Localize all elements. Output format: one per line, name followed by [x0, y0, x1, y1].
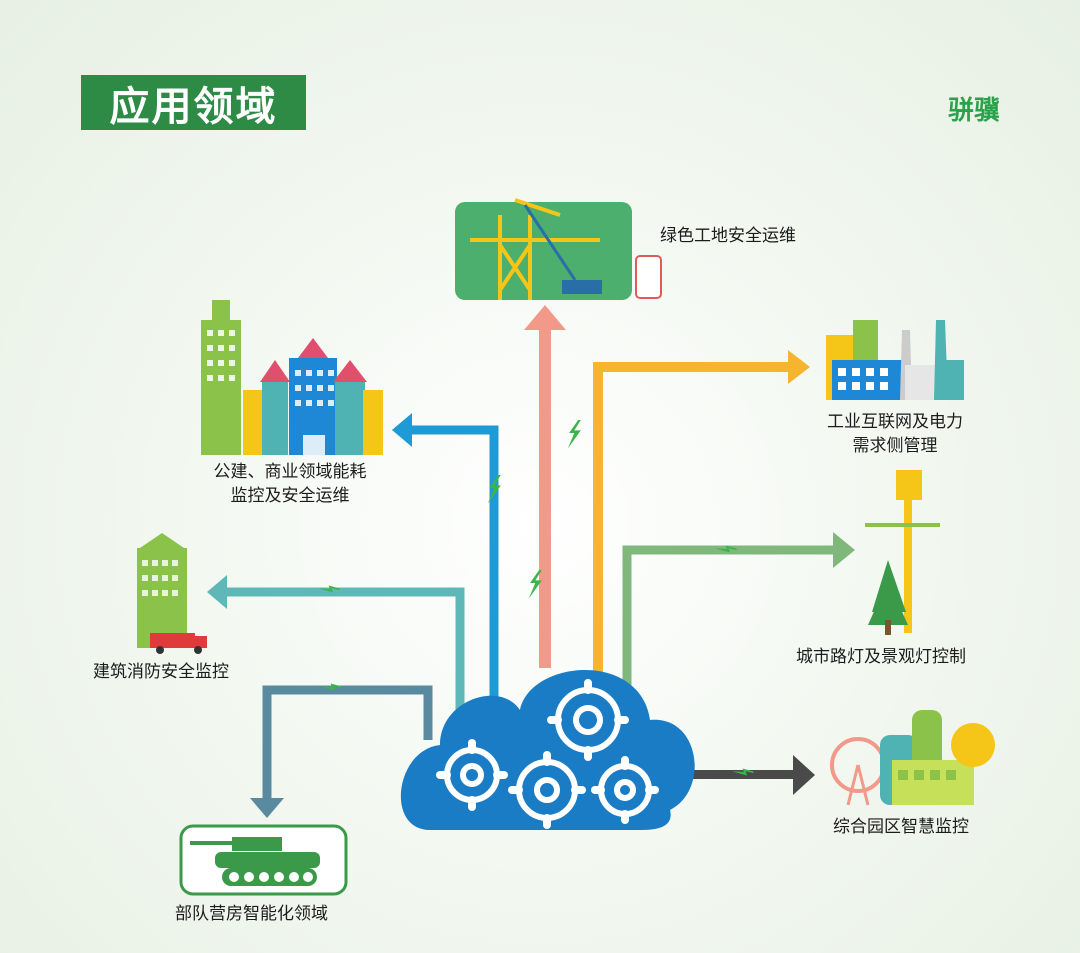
ferris-wheel-park-icon — [830, 710, 995, 806]
label-industrial: 工业互联网及电力 需求侧管理 — [805, 410, 985, 458]
arrow-industrial — [593, 350, 810, 680]
arrow-park — [680, 755, 815, 795]
city-buildings-icon — [201, 300, 383, 455]
page-title: 应用领域 — [81, 75, 306, 130]
label-street-lights: 城市路灯及景观灯控制 — [796, 647, 966, 667]
fire-truck-building-icon — [137, 533, 207, 654]
label-military: 部队营房智能化领域 — [175, 904, 328, 924]
label-public-buildings-line1: 公建、商业领域能耗 — [213, 462, 367, 482]
label-industrial-line2: 需求侧管理 — [852, 436, 938, 456]
label-public-buildings-line2: 监控及安全运维 — [230, 486, 350, 506]
arrow-fire-safety — [207, 575, 465, 710]
label-park: 综合园区智慧监控 — [833, 817, 969, 837]
arrow-public-buildings — [392, 413, 499, 700]
tank-icon — [179, 824, 348, 896]
label-public-buildings: 公建、商业领域能耗 监控及安全运维 — [190, 460, 390, 508]
arrow-military — [250, 685, 433, 818]
cloud-gears-icon — [400, 670, 695, 830]
label-fire-safety: 建筑消防安全监控 — [93, 662, 229, 682]
factory-icon — [826, 320, 964, 400]
arrow-street-lights — [622, 532, 855, 690]
crane-icon — [455, 198, 662, 300]
arrow-construction — [524, 305, 566, 668]
brand-logo: 骈骥 — [948, 96, 1001, 126]
label-construction: 绿色工地安全运维 — [660, 226, 796, 246]
street-lamp-icon — [865, 470, 940, 635]
label-industrial-line1: 工业互联网及电力 — [827, 412, 963, 432]
